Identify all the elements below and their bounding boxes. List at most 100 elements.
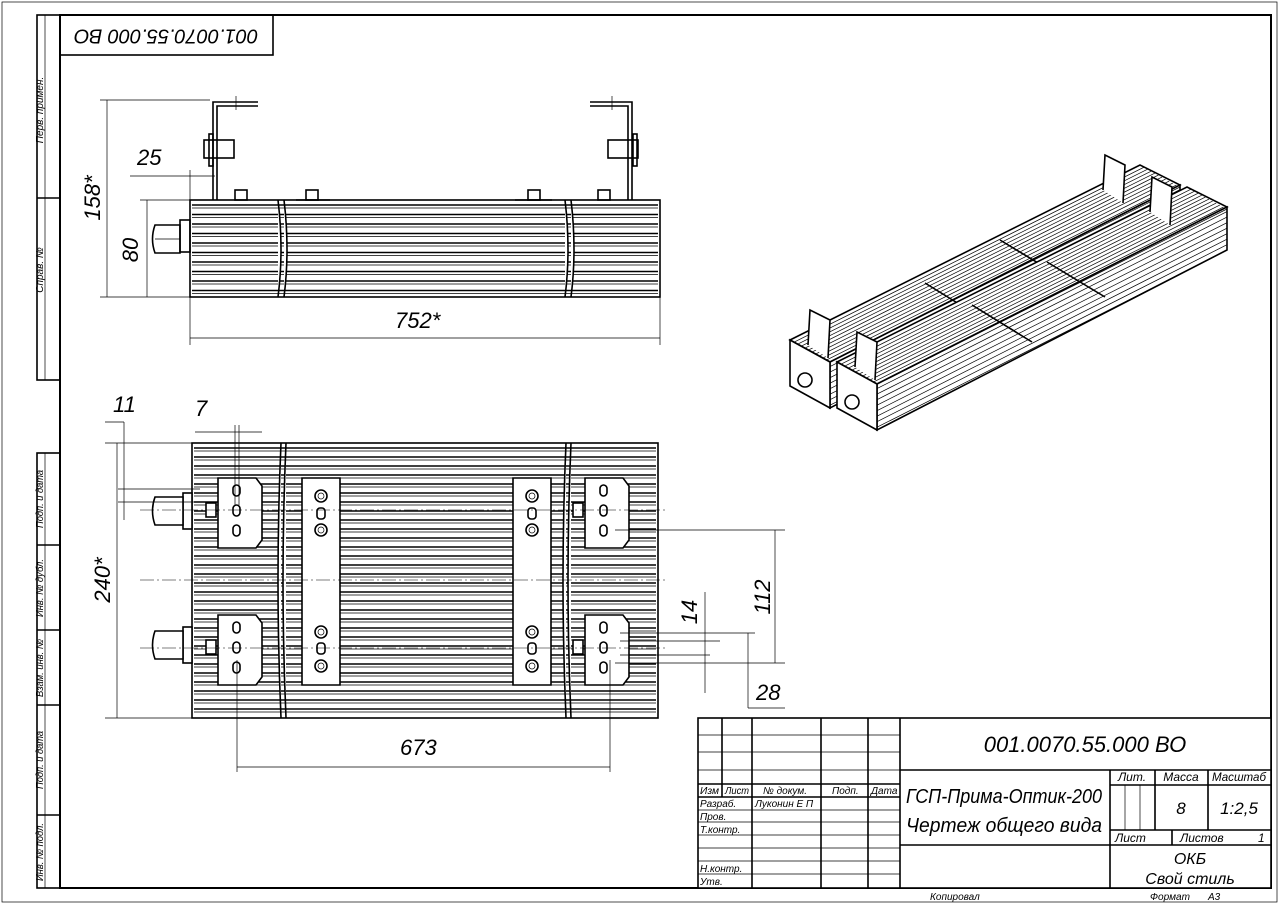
strap-iso [971, 304, 1033, 343]
fin-line [876, 222, 1228, 400]
drawing-frame [59, 14, 1272, 889]
rotated-document-code: 001.0070.55.000 ВО [74, 25, 258, 47]
stamp-podp-data-2: Подп. и дата [35, 731, 46, 789]
svg-text:Масса: Масса [1163, 770, 1199, 784]
drawing-type: Чертеж общего вида [906, 815, 1102, 837]
housing-body-plan [191, 442, 659, 719]
fin-line [876, 249, 1228, 428]
isometric-view [788, 153, 1229, 432]
mounting-bracket-left [203, 96, 330, 201]
screw-hole [317, 628, 325, 636]
screw-hole [528, 628, 536, 636]
slot-hole [599, 504, 608, 517]
dimension-7: 7 [195, 396, 262, 505]
housing-fins [194, 447, 656, 713]
dimension-112: 112 [615, 529, 785, 664]
dimension-752: 752* [189, 297, 661, 345]
svg-text:Т.контр.: Т.контр. [700, 825, 740, 836]
slot-hole [599, 621, 608, 634]
svg-text:240*: 240* [90, 556, 115, 604]
slot-hole [232, 641, 241, 654]
stamp-inv-podl: Инв. № подл. [35, 823, 46, 881]
slot-hole [599, 661, 608, 674]
title-block-code: 001.0070.55.000 ВО [984, 732, 1187, 757]
stamp-perv-primen: Перв. примен. [35, 77, 46, 143]
dimension-158: 158* [80, 99, 210, 298]
fin-line [876, 233, 1228, 411]
svg-text:752*: 752* [395, 308, 442, 333]
fin-line [876, 216, 1228, 395]
cable-gland-icon [797, 372, 813, 388]
cable-gland-bottom [151, 626, 193, 664]
svg-text:Дата: Дата [870, 786, 898, 797]
svg-text:Масштаб: Масштаб [1212, 770, 1267, 784]
fin-line [858, 198, 1210, 375]
slot-hole [316, 507, 326, 520]
screw-hole [525, 625, 539, 639]
break-line-right [564, 199, 575, 298]
bracket-iso [1149, 175, 1173, 226]
organization: ОКБ [1174, 851, 1206, 868]
screw-hole [317, 662, 325, 670]
housing-end-face [836, 360, 878, 432]
fin-line [808, 174, 1159, 351]
svg-text:14: 14 [677, 600, 702, 624]
screw-hole [528, 662, 536, 670]
slot-hole [232, 661, 241, 674]
slot-hole [232, 621, 241, 634]
fin-line [876, 238, 1228, 417]
fin-line [804, 172, 1155, 349]
svg-text:112: 112 [750, 579, 775, 614]
housing-fins [192, 204, 658, 294]
slot-hole [232, 524, 241, 537]
fin-line [826, 184, 1177, 361]
organization-style: Свой стиль [1145, 871, 1234, 888]
fin-line [822, 182, 1173, 359]
format-value: А3 [1207, 892, 1221, 903]
developer-name: Луконин Е П [754, 799, 814, 810]
stamp-vzam-inv: Взам. инв. № [35, 639, 46, 697]
rotated-code-box: 001.0070.55.000 ВО [59, 14, 274, 56]
fin-line [862, 200, 1213, 377]
svg-text:7: 7 [195, 396, 208, 421]
product-name: ГСП-Прима-Оптик-200 [906, 786, 1102, 808]
strap-iso [1046, 261, 1106, 298]
dimension-80: 80 [118, 199, 190, 297]
fin-line [844, 190, 1195, 367]
mounting-bracket-right [515, 96, 639, 201]
slot-hole [599, 641, 608, 654]
fin-line [829, 186, 1181, 363]
screw-hole [314, 489, 328, 503]
housing-end-face [789, 338, 831, 410]
svg-text:Изм: Изм [700, 786, 719, 797]
fin-line [876, 211, 1228, 389]
svg-text:Утв.: Утв. [699, 877, 723, 888]
fin-line [876, 244, 1228, 423]
break-line-left [277, 199, 288, 298]
fin-line [793, 166, 1145, 343]
front-view: 158* 80 25 752* [80, 96, 661, 345]
bracket-tab [572, 639, 584, 655]
fin-line [848, 192, 1199, 369]
slot-hole [599, 484, 608, 497]
mass-value: 8 [1176, 799, 1186, 818]
cable-gland-top [151, 492, 193, 530]
screw-hole [525, 523, 539, 537]
screw-hole [317, 492, 325, 500]
bracket-iso [854, 330, 878, 381]
side-stamps-top: Перв. примен. Справ. № [35, 14, 61, 381]
dimension-11: 11 [105, 392, 200, 520]
fin-line [869, 204, 1220, 381]
svg-text:Лист: Лист [1114, 831, 1146, 845]
stamp-podp-data-1: Подп. и дата [35, 470, 46, 528]
stamp-sprav-no: Справ. № [35, 247, 46, 293]
format-label: Формат [1150, 892, 1190, 903]
fin-line [873, 206, 1224, 383]
cable-gland-icon [844, 394, 860, 410]
svg-text:11: 11 [113, 392, 136, 417]
svg-text:Пров.: Пров. [700, 812, 726, 823]
mounting-strap [512, 477, 552, 686]
slot-hole [316, 642, 326, 655]
